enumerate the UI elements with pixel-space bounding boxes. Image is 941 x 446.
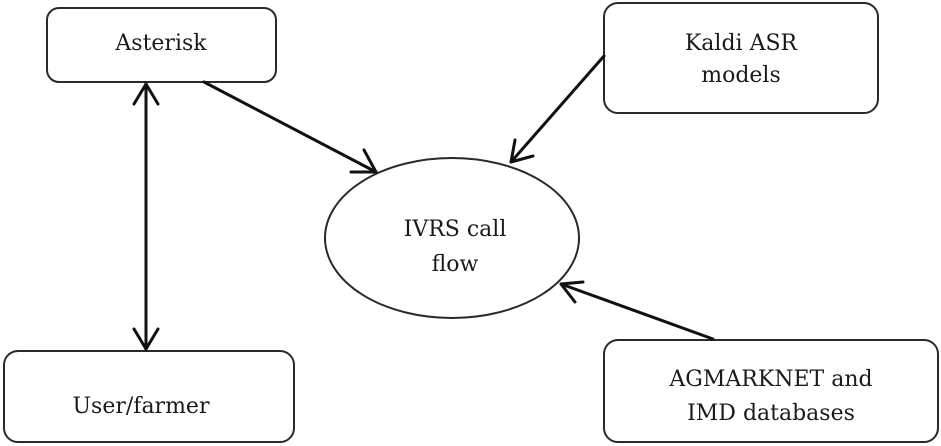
node-asterisk: Asterisk (46, 7, 277, 83)
edge-agmarknet-to-ivrs-line (559, 282, 715, 341)
node-agmarknet-label-line2: IMD databases (687, 401, 855, 426)
edge-asterisk-to-ivrs-line (202, 80, 378, 174)
edge-kaldi-to-ivrs-line (509, 54, 606, 164)
node-user-box (3, 350, 295, 443)
edge-agmarknet-to-ivrs (559, 280, 715, 341)
edge-asterisk-user-bidirectional (132, 82, 160, 351)
node-user: User/farmer (3, 350, 295, 443)
node-user-label: User/farmer (73, 394, 210, 419)
arrowhead-up-icon (132, 82, 160, 106)
arrowhead-icon (349, 148, 378, 174)
edge-asterisk-to-ivrs (202, 80, 378, 174)
edge-kaldi-to-ivrs (509, 54, 606, 164)
node-asterisk-box (46, 7, 277, 83)
node-ivrs-label-line1: IVRS call (404, 217, 507, 242)
node-kaldi: Kaldi ASR models (603, 2, 879, 114)
arrowhead-icon (559, 280, 585, 304)
node-agmarknet-label-line1: AGMARKNET and (668, 367, 872, 392)
node-kaldi-label-line1: Kaldi ASR (685, 31, 799, 56)
node-agmarknet: AGMARKNET and IMD databases (603, 339, 939, 443)
arrowhead-down-icon (132, 327, 160, 351)
node-ivrs: IVRS call flow (324, 157, 580, 319)
node-kaldi-label-line2: models (701, 63, 781, 88)
node-agmarknet-box (603, 339, 939, 443)
node-ivrs-ellipse (324, 157, 580, 319)
node-kaldi-box (603, 2, 879, 114)
node-asterisk-label: Asterisk (114, 31, 207, 56)
arrowhead-icon (509, 138, 535, 164)
node-ivrs-label-line2: flow (432, 252, 479, 277)
